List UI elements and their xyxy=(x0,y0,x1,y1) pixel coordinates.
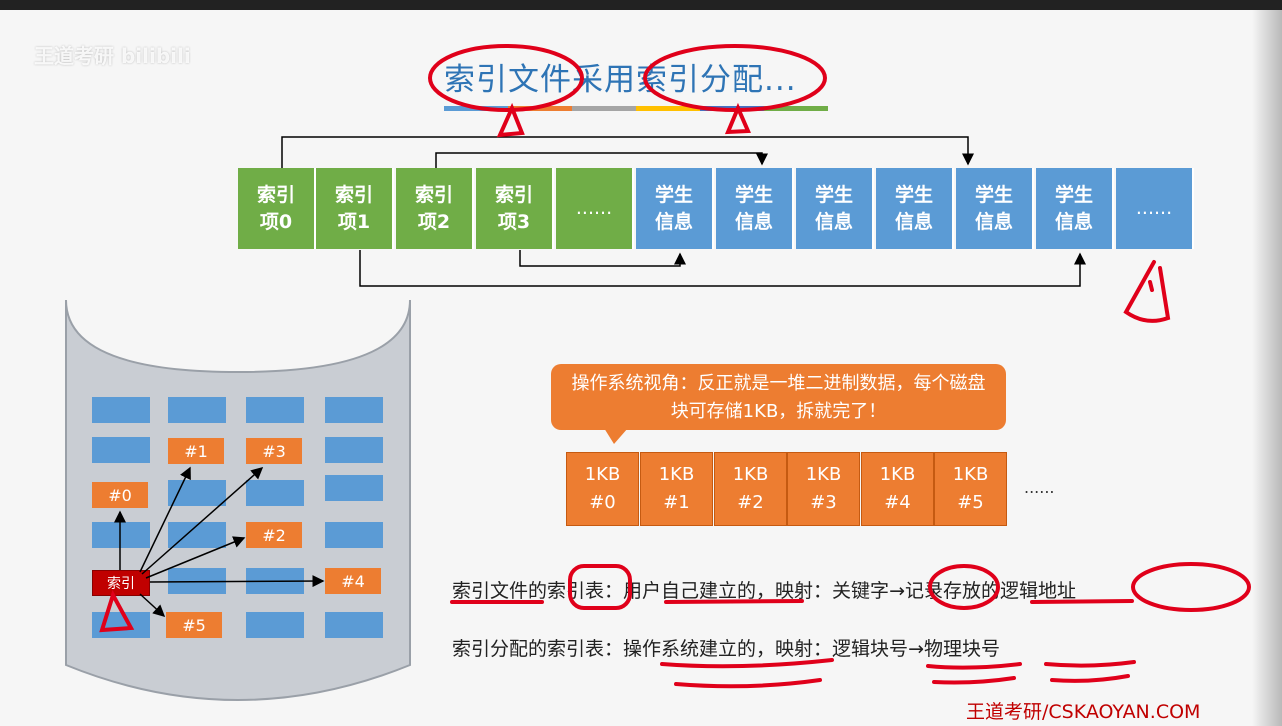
student-info-cell: 学生 信息 xyxy=(716,168,794,249)
disk-block-5: #5 xyxy=(166,612,222,638)
line2-mapping: ，映射： xyxy=(756,638,833,660)
pointer-arrow xyxy=(281,136,974,168)
slide-edge-shadow xyxy=(1252,10,1282,726)
disk-arrow xyxy=(149,575,325,588)
red-circle xyxy=(928,564,1000,610)
red-circle xyxy=(1131,562,1251,612)
kb-block: 1KB #5 xyxy=(934,452,1007,526)
student-info-cell: 学生 信息 xyxy=(876,168,954,249)
disk-block-4: #4 xyxy=(325,568,381,594)
disk-block-0: #0 xyxy=(92,482,148,508)
red-circle xyxy=(428,44,584,112)
footer-brand: 王道考研/CSKAOYAN.COM xyxy=(966,701,1201,723)
kb-block: 1KB #2 xyxy=(714,452,787,526)
line2-arrow: → xyxy=(908,638,924,660)
line2-creator: 操作系统建立的 xyxy=(623,638,757,660)
red-underline xyxy=(926,662,1022,670)
student-info-cell: 学生 信息 xyxy=(1036,168,1114,249)
line1-target: 记录存放的逻辑地址 xyxy=(904,580,1076,602)
red-mark xyxy=(724,102,751,135)
red-underline xyxy=(932,676,1016,685)
watermark: 王道考研 bilibili xyxy=(34,44,191,68)
title-underline-bar xyxy=(636,106,700,111)
red-mark xyxy=(1148,280,1154,292)
red-circle xyxy=(643,44,827,112)
disk-block xyxy=(325,612,383,638)
line1-creator: 用户自己建立的 xyxy=(623,580,757,602)
title-underline-bar xyxy=(764,106,828,111)
disk-block-1: #1 xyxy=(168,438,224,464)
index-cell: 索引 项1 xyxy=(316,168,394,249)
disk-block xyxy=(325,397,383,423)
red-underline xyxy=(660,658,834,669)
disk-block xyxy=(325,475,383,501)
index-alloc-table-line: 索引分配的索引表：操作系统建立的，映射：逻辑块号→物理块号 xyxy=(452,634,1000,661)
red-underline xyxy=(1044,660,1136,668)
kb-block: 1KB #4 xyxy=(861,452,934,526)
line1-key: 关键字 xyxy=(832,580,890,602)
red-underline xyxy=(1030,599,1134,604)
disk-block xyxy=(92,522,150,548)
student-info-cell: 学生 信息 xyxy=(796,168,874,249)
red-underline xyxy=(664,599,804,604)
disk-block xyxy=(325,522,383,548)
red-ink-annotations xyxy=(99,44,1251,689)
disk-block xyxy=(325,437,383,463)
line2-key: 逻辑块号 xyxy=(832,638,909,660)
line1-lead: 索引文件的索引表： xyxy=(452,580,624,602)
kb-more-dots: ...... xyxy=(1024,478,1055,497)
red-box xyxy=(568,564,632,610)
disk-block xyxy=(92,397,150,423)
kb-block: 1KB #0 xyxy=(566,452,639,526)
pointer-arrow xyxy=(435,152,768,168)
red-mark xyxy=(99,589,135,633)
disk-index-block: 索引 xyxy=(92,570,150,596)
line1-arrow: → xyxy=(889,580,905,602)
kb-block: 1KB #1 xyxy=(640,452,713,526)
index-cell: 索引 项2 xyxy=(396,168,474,249)
student-info-cell: 学生 信息 xyxy=(636,168,714,249)
line2-lead: 索引分配的索引表： xyxy=(452,638,624,660)
line2-target: 物理块号 xyxy=(923,638,1000,660)
disk-block-2: #2 xyxy=(246,522,302,548)
disk-block xyxy=(92,437,150,463)
pointer-arrow xyxy=(519,250,686,267)
disk-block xyxy=(168,397,226,423)
disk-block-3: #3 xyxy=(246,438,302,464)
disk-arrow xyxy=(145,536,246,579)
index-file-table-line: 索引文件的索引表：用户自己建立的，映射：关键字→记录存放的逻辑地址 xyxy=(452,576,1076,603)
line1-mapping: ，映射： xyxy=(756,580,833,602)
index-cell: 索引 项3 xyxy=(476,168,554,249)
red-underline xyxy=(1050,674,1130,683)
kb-block: 1KB #3 xyxy=(787,452,860,526)
bubble-tail xyxy=(604,428,628,444)
red-mark xyxy=(496,102,525,138)
disk-arrow xyxy=(141,467,264,575)
disk-block xyxy=(246,480,304,506)
index-cell: 索引 项0 xyxy=(238,168,316,249)
red-mark xyxy=(1123,260,1171,323)
student-info-cell-more: ...... xyxy=(1116,168,1194,249)
os-view-bubble: 操作系统视角：反正就是一堆二进制数据，每个磁盘块可存储1KB，拆就完了！ xyxy=(551,364,1006,430)
red-underline xyxy=(674,678,822,689)
student-info-cell: 学生 信息 xyxy=(956,168,1034,249)
disk-block xyxy=(246,612,304,638)
title-underline-bar xyxy=(572,106,636,111)
slide-title: 索引文件采用索引分配... xyxy=(444,62,797,98)
disk-arrow xyxy=(139,593,166,618)
disk-arrow xyxy=(139,466,191,573)
disk-block xyxy=(246,397,304,423)
index-cell-more: ...... xyxy=(556,168,634,249)
pointer-arrow xyxy=(359,250,1086,287)
